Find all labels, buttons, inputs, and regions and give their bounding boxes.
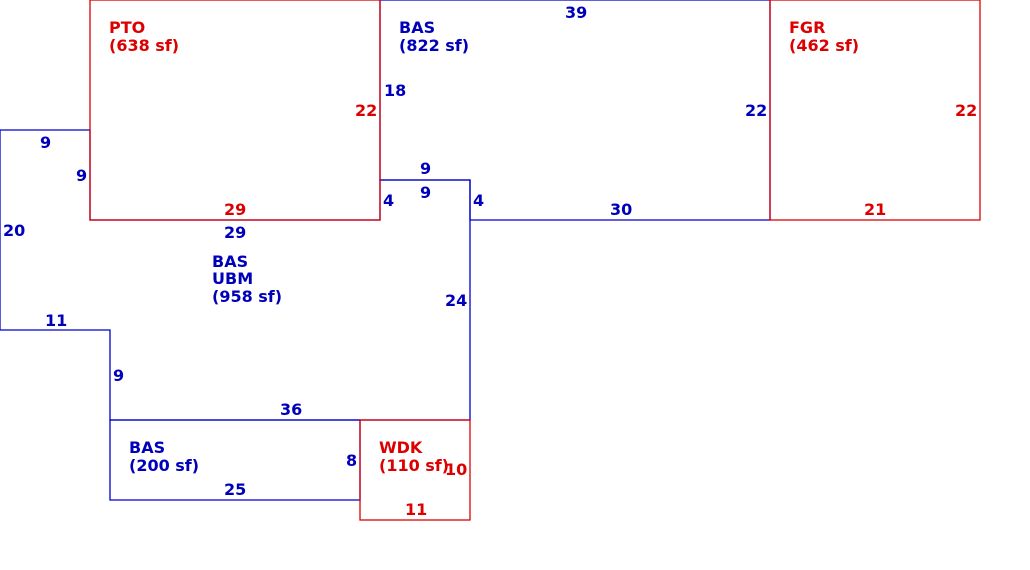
dim-bas-small-right: 8 bbox=[346, 451, 357, 470]
dim-notch-top-lower: 9 bbox=[420, 183, 431, 202]
dim-bas-upper-left: 18 bbox=[384, 81, 406, 100]
dim-bas-upper-bottom: 30 bbox=[610, 200, 632, 219]
dim-main-left-upper: 9 bbox=[76, 166, 87, 185]
wdk-label: WDK bbox=[379, 438, 423, 457]
wdk-outline bbox=[359, 419, 471, 521]
dim-main-left-lower: 9 bbox=[113, 366, 124, 385]
dim-main-step: 11 bbox=[45, 311, 67, 330]
dim-pto-right: 22 bbox=[355, 101, 377, 120]
dim-notch-left: 4 bbox=[383, 191, 394, 210]
dim-bas-upper-top: 39 bbox=[565, 3, 587, 22]
fgr-size: (462 sf) bbox=[789, 36, 859, 55]
wdk-size: (110 sf) bbox=[379, 456, 449, 475]
bas-small-label: BAS bbox=[129, 438, 165, 457]
dim-fgr-bottom: 21 bbox=[864, 200, 886, 219]
dim-main-right: 24 bbox=[445, 291, 467, 310]
fgr-label: FGR bbox=[789, 18, 825, 37]
pto-outline bbox=[89, 0, 381, 221]
dim-bas-small-bottom: 25 bbox=[224, 480, 246, 499]
dim-fgr-right: 22 bbox=[955, 101, 977, 120]
bas-main-label: BAS bbox=[212, 252, 248, 271]
dim-wdk-right: 10 bbox=[445, 460, 467, 479]
bas-upper-size: (822 sf) bbox=[399, 36, 469, 55]
pto-size: (638 sf) bbox=[109, 36, 179, 55]
fgr-outline bbox=[769, 0, 981, 221]
dim-main-below-pto: 29 bbox=[224, 223, 246, 242]
bas-main-sublabel: UBM bbox=[212, 269, 253, 288]
dim-notch-right: 4 bbox=[473, 191, 484, 210]
pto-label: PTO bbox=[109, 18, 145, 37]
dim-notch-top-upper: 9 bbox=[420, 159, 431, 178]
bas-upper-outline bbox=[379, 0, 771, 221]
dim-main-left: 20 bbox=[3, 221, 25, 240]
dim-main-top-left: 9 bbox=[40, 133, 51, 152]
bas-small-size: (200 sf) bbox=[129, 456, 199, 475]
bas-main-size: (958 sf) bbox=[212, 287, 282, 306]
dim-wdk-bottom: 11 bbox=[405, 500, 427, 519]
bas-upper-label: BAS bbox=[399, 18, 435, 37]
dim-bas-upper-right: 22 bbox=[745, 101, 767, 120]
dim-pto-bottom: 29 bbox=[224, 200, 246, 219]
dim-main-bottom: 36 bbox=[280, 400, 302, 419]
